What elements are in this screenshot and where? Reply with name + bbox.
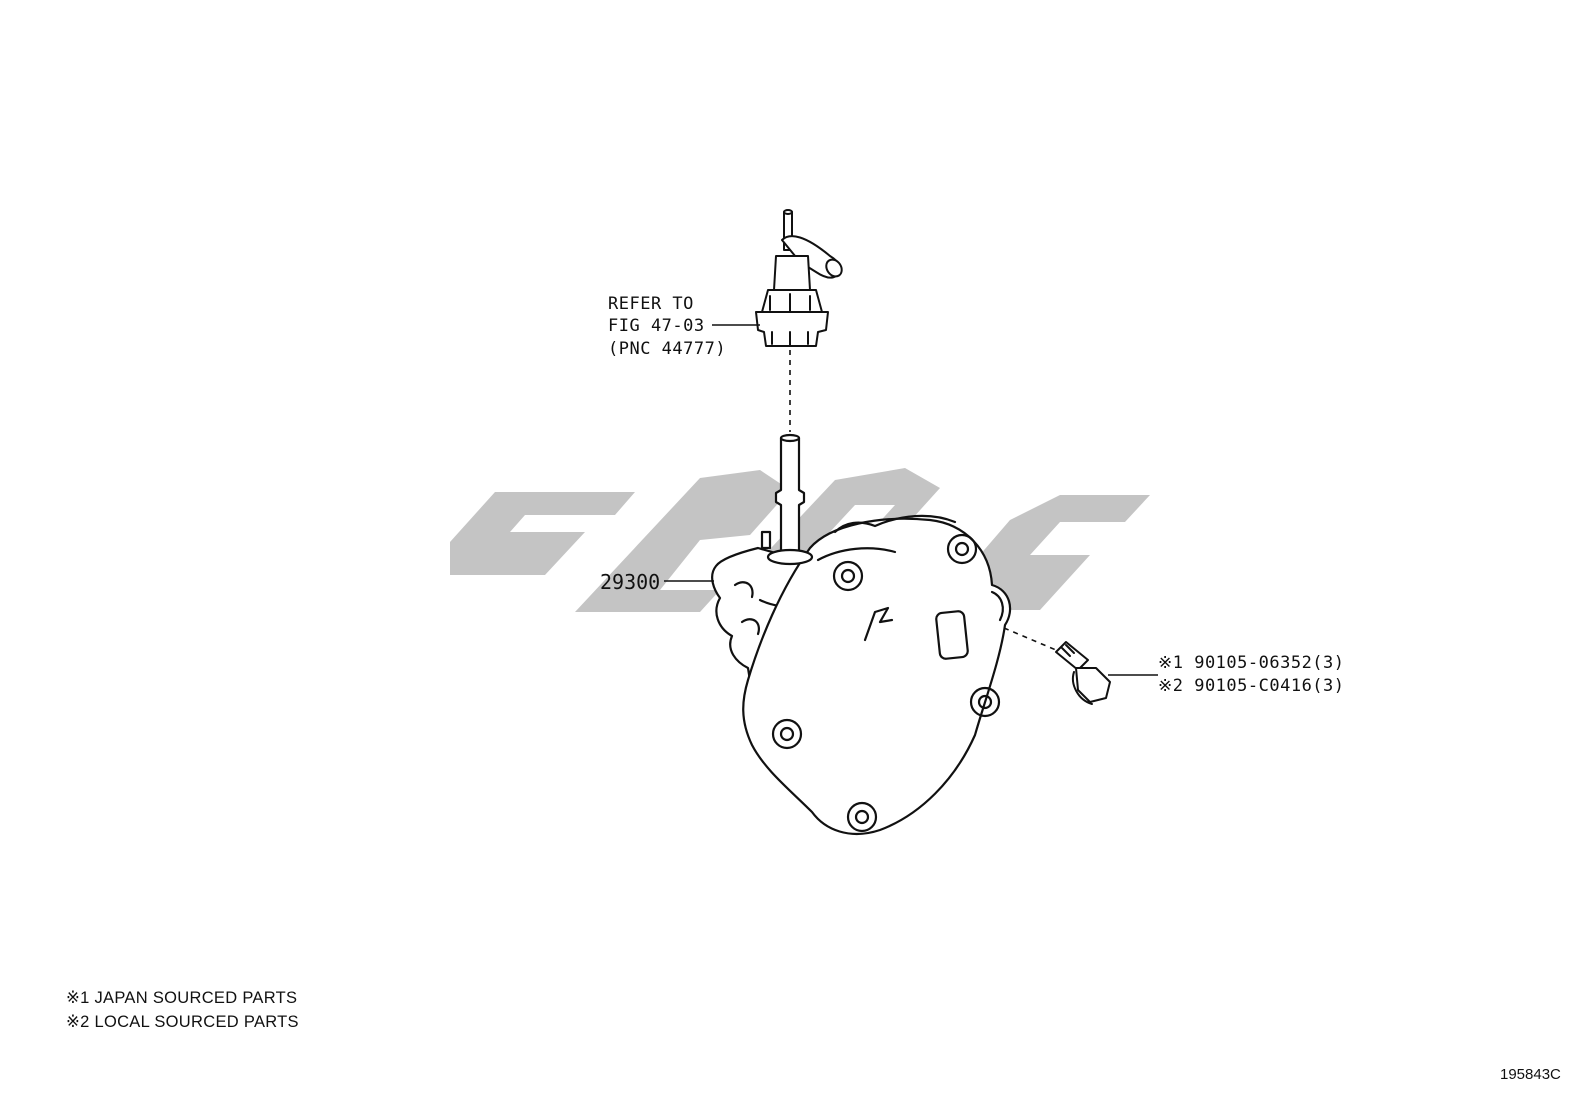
ref-callout-line1: REFER TO — [608, 294, 694, 314]
bolt-boss-1 — [832, 560, 864, 592]
bolt-thread — [1061, 644, 1075, 657]
bolt-boss-3-inner — [779, 726, 795, 742]
pump-to-bolt-dash — [1003, 627, 1057, 651]
connector-neck — [773, 255, 811, 291]
bolt-head — [1075, 667, 1111, 703]
bolt-shank — [1055, 641, 1089, 671]
pump-lobe-detail-2 — [740, 618, 760, 636]
outlet-pipe-flange — [766, 548, 814, 566]
ref-callout-line3: (PNC 44777) — [608, 339, 726, 359]
assembly-lines — [789, 350, 1057, 651]
outlet-pipe-body — [774, 436, 806, 557]
pump-cover-window — [935, 610, 969, 660]
bolt-boss-2 — [946, 533, 978, 565]
pump-part-number: 29300 — [600, 570, 660, 594]
bolt-callout-line2: ※2 90105-C0416(3) — [1158, 676, 1345, 696]
connector-tube-top — [783, 209, 793, 215]
ref-callout-line2: FIG 47-03 — [608, 316, 705, 336]
pump-outlet-pipe — [760, 433, 814, 566]
bolt-washer — [1072, 671, 1093, 705]
pump-bolt-bosses — [771, 533, 1001, 833]
note-local-sourced: ※2 LOCAL SOURCED PARTS — [66, 1013, 299, 1031]
pump-front-cover — [742, 517, 1012, 835]
bolt-boss-1-inner — [840, 568, 856, 584]
bolt-boss-5 — [846, 801, 878, 833]
pump-cover-ridge — [833, 514, 957, 534]
pump-rotation-arrow — [863, 606, 894, 642]
watermark-stroke-3 — [755, 468, 940, 575]
bolt-boss-4 — [969, 686, 1001, 718]
bolt-boss-2-inner — [954, 541, 970, 557]
pump-side-boss — [990, 590, 1004, 622]
bolt — [1055, 641, 1111, 705]
bolt-boss-3 — [771, 718, 803, 750]
watermark-stroke-2 — [575, 470, 790, 612]
vacuum-pump-assembly — [711, 433, 1012, 835]
note-japan-sourced: ※1 JAPAN SOURCED PARTS — [66, 989, 298, 1007]
hose-connector — [755, 209, 843, 347]
outlet-pipe-top — [779, 433, 801, 443]
connector-elbow-end — [825, 258, 843, 278]
connector-clip-slots — [771, 331, 809, 347]
connector-clip-detail — [769, 293, 811, 313]
leader-lines — [664, 324, 1158, 676]
bolt-boss-5-inner — [854, 809, 870, 825]
bolt-boss-4-inner — [977, 694, 993, 710]
bolt-callout-line1: ※1 90105-06352(3) — [1158, 653, 1345, 673]
illustration-id: 195843C — [1500, 1066, 1561, 1083]
watermark-stroke-1 — [450, 492, 635, 575]
pump-cover-edge — [816, 547, 897, 562]
connector-clip — [755, 311, 829, 347]
outlet-pipe-stub — [760, 530, 772, 550]
pump-lobe-detail-1 — [733, 581, 754, 599]
